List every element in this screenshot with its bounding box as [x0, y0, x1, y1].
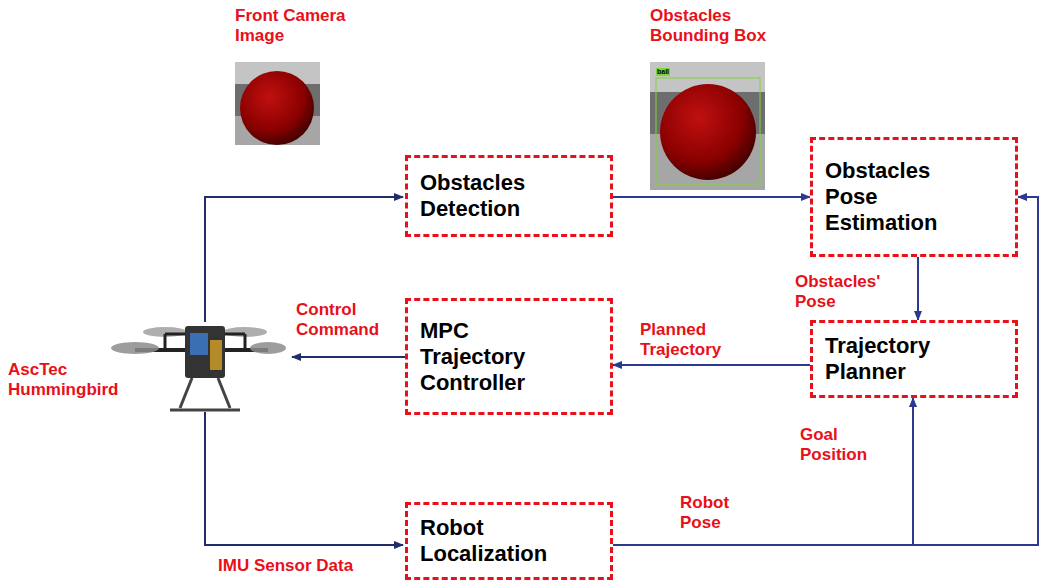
edge-label: Planned Trajectory: [640, 320, 750, 360]
node-text: MPC Trajectory Controller: [420, 318, 560, 396]
annotation-label: Control Command: [296, 300, 396, 340]
quadrotor-drone: [210, 340, 222, 370]
flow-arrow: [613, 196, 810, 198]
quadrotor-drone: [244, 334, 247, 350]
process-box: Obstacles Pose Estimation: [810, 137, 1018, 257]
quadrotor-drone: [250, 342, 286, 354]
drone-wires: [292, 356, 405, 358]
process-box: Obstacles Detection: [405, 155, 613, 237]
quadrotor-drone: [185, 326, 225, 378]
quadrotor-drone: [190, 333, 208, 355]
node-text: Obstacles Pose Estimation: [825, 158, 965, 236]
process-box: Trajectory Planner: [810, 320, 1018, 398]
annotation-label: Obstacles Bounding Box: [650, 6, 775, 46]
process-box: MPC Trajectory Controller: [405, 298, 613, 415]
bounding-box-image: [650, 62, 765, 190]
flow-arrow: [613, 364, 810, 366]
bounding-box-image: [656, 78, 760, 184]
edge-label: Robot Pose: [680, 493, 740, 533]
edge-label: Goal Position: [800, 425, 880, 465]
annotation-label: Front Camera Image: [235, 6, 360, 46]
quadrotor-drone: [164, 334, 167, 350]
drone-wires: [205, 197, 405, 545]
quadrotor-drone: [180, 378, 192, 408]
quadrotor-drone: [218, 378, 230, 408]
quadrotor-drone: [111, 342, 159, 354]
annotation-label: IMU Sensor Data: [218, 556, 403, 576]
bounding-box-image: [660, 84, 756, 180]
bounding-box-image: [650, 62, 765, 190]
node-text: Robot Localization: [420, 515, 560, 567]
front-camera-image: [235, 62, 320, 145]
process-box: Robot Localization: [405, 502, 613, 580]
flow-arrow: [613, 398, 913, 545]
node-text: Trajectory Planner: [825, 333, 965, 385]
drone-wires: [205, 412, 403, 545]
class-tag: ball: [656, 68, 670, 76]
annotation-label: AscTec Hummingbird: [8, 360, 128, 400]
node-text: Obstacles Detection: [420, 170, 560, 222]
quadrotor-drone: [111, 326, 286, 410]
front-camera-image: [240, 71, 314, 145]
flow-arrow: [917, 257, 919, 320]
front-camera-image: [235, 62, 320, 145]
quadrotor-drone: [170, 409, 240, 412]
edge-label: Obstacles' Pose: [795, 272, 895, 312]
